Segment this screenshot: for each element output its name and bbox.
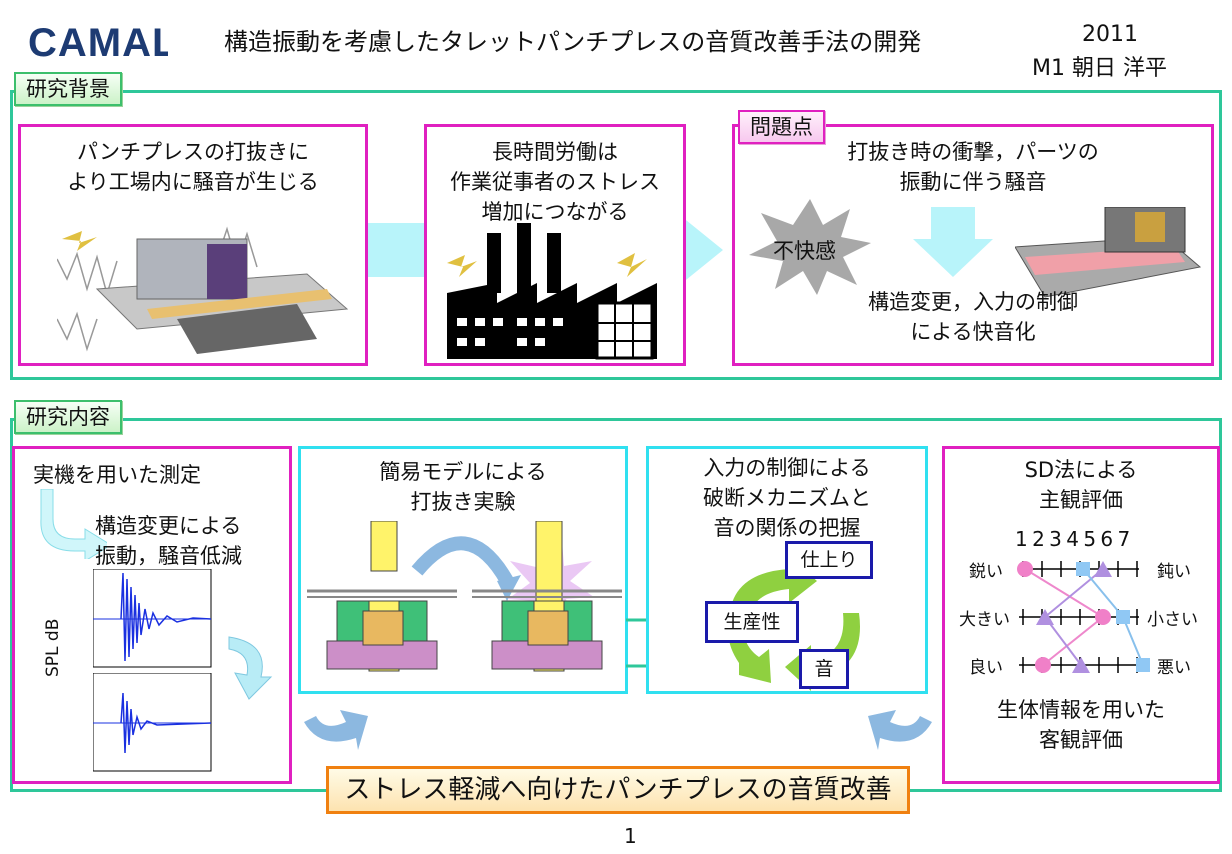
model-title: 簡易モデルによる 打抜き実験	[379, 460, 547, 514]
cycle-item-sound: 音	[799, 649, 849, 689]
right-curve-arrow-icon	[868, 710, 932, 750]
noise-box: パンチプレスの打抜きに より工場内に騒音が生じる	[18, 124, 368, 366]
sd-scale-numbers: 1 2 3 4 5 6 7	[1015, 527, 1130, 551]
connector-lines	[626, 618, 648, 668]
press-part-icon	[1015, 207, 1202, 298]
author: M1 朝日 洋平	[1032, 56, 1167, 81]
spl-waveform-after	[93, 673, 212, 772]
cycle-item-productivity: 生産性	[705, 601, 799, 643]
cycle-item-finish: 仕上り	[785, 541, 873, 579]
year: 2011	[1082, 22, 1138, 47]
stress-box: 長時間労働は 作業従事者のストレス 増加につながる	[424, 124, 686, 366]
model-experiment-box: 簡易モデルによる 打抜き実験	[298, 446, 628, 694]
sd-left-label-2: 良い	[969, 658, 1003, 678]
control-title: 入力の制御による 破断メカニズムと 音の関係の把握	[703, 456, 871, 540]
measurement-title: 実機を用いた測定	[33, 463, 201, 487]
reduction-arrow-icon	[228, 636, 273, 700]
logo: CAMAL	[28, 16, 176, 68]
problem-tab: 問題点	[738, 110, 825, 144]
down-arrow-icon	[913, 207, 993, 277]
control-box: 入力の制御による 破断メカニズムと 音の関係の把握 仕上り 生産性 音	[646, 446, 928, 694]
sd-right-label-0: 鈍い	[1157, 562, 1191, 582]
sd-left-label-0: 鋭い	[969, 562, 1003, 582]
problem-bottom-text: 構造変更，入力の制御 による快音化	[868, 290, 1078, 344]
curve-arrow-icon	[40, 489, 107, 559]
sd-scale-chart	[1017, 561, 1150, 673]
background-section-tab: 研究背景	[14, 72, 122, 106]
problem-top-text: 打抜き時の衝撃，パーツの 振動に伴う騒音	[847, 140, 1099, 194]
sd-right-label-2: 悪い	[1157, 658, 1191, 678]
punch-press-machine-icon	[57, 226, 349, 354]
page-title: 構造振動を考慮したタレットパンチプレスの音質改善手法の開発	[224, 28, 922, 56]
logo-text: CAMAL	[28, 21, 168, 64]
sd-left-label-1: 大きい	[959, 610, 1010, 630]
page-number: 1	[624, 824, 637, 848]
problem-box: 打抜き時の衝撃，パーツの 振動に伴う騒音 不快感 構造変更，入力の制御 による快…	[732, 124, 1214, 366]
punch-die-diagram-icon	[307, 521, 622, 672]
content-section-tab: 研究内容	[14, 400, 122, 434]
bio-evaluation-text: 生体情報を用いた 客観評価	[997, 698, 1165, 752]
background-section-frame	[10, 90, 1222, 380]
spl-axis-label: SPL dB	[43, 618, 63, 677]
measurement-subtitle: 構造変更による 振動，騒音低減	[95, 514, 242, 568]
factory-icon	[447, 223, 657, 360]
measurement-box: 実機を用いた測定 構造変更による 振動，騒音低減 SPL dB	[12, 446, 292, 784]
spl-waveform-before	[93, 569, 212, 668]
stress-text: 長時間労働は 作業従事者のストレス 増加につながる	[450, 140, 660, 224]
left-curve-arrow-icon	[304, 710, 368, 750]
sd-title: SD法による 主観評価	[1024, 458, 1138, 512]
sd-evaluation-box: SD法による 主観評価 1 2 3 4 5 6 7 鋭い 鈍い 大きい 小さい …	[942, 446, 1220, 784]
noise-text: パンチプレスの打抜きに より工場内に騒音が生じる	[67, 140, 319, 194]
camal-logo-icon: CAMAL	[28, 21, 176, 65]
goal-banner: ストレス軽減へ向けたパンチプレスの音質改善	[326, 766, 910, 814]
discomfort-burst-icon	[749, 199, 871, 295]
discomfort-text: 不快感	[773, 239, 836, 263]
sd-right-label-1: 小さい	[1147, 610, 1198, 630]
